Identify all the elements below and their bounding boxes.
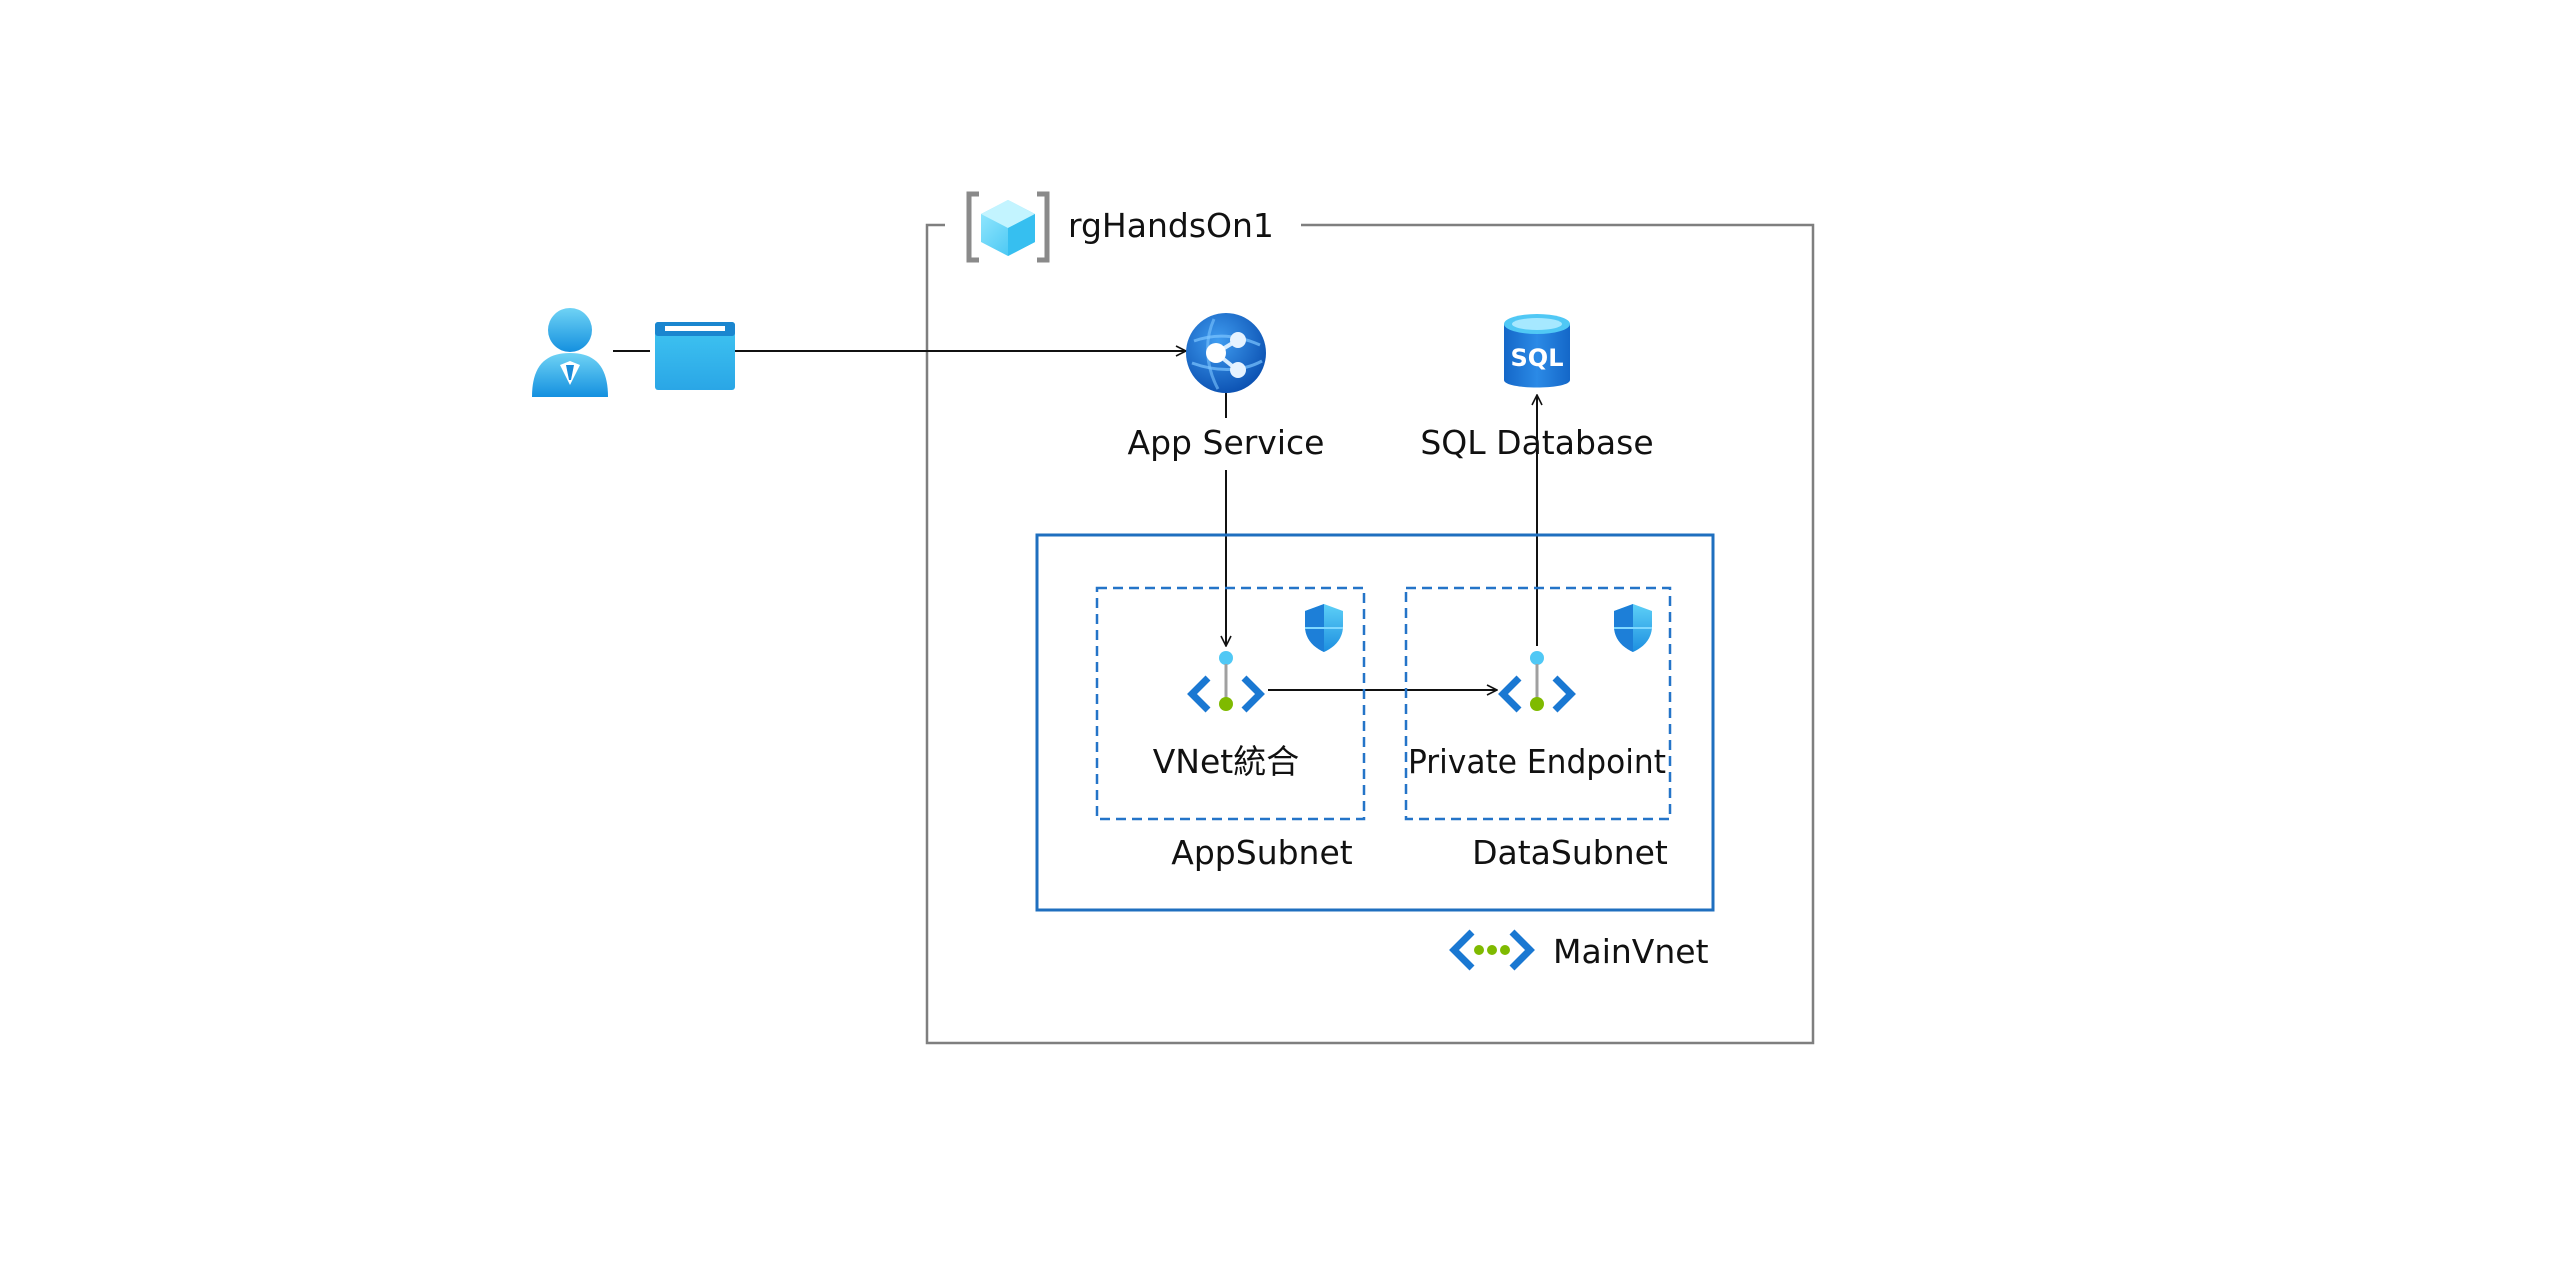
- app-subnet-box: [1095, 586, 1366, 821]
- private-endpoint-label: Private Endpoint: [1408, 742, 1666, 781]
- user-icon: [532, 308, 608, 397]
- sql-icon-text: SQL: [1511, 344, 1564, 372]
- private-endpoint-icon: [1498, 651, 1576, 713]
- browser-window-icon: [655, 322, 735, 390]
- sql-database-label: SQL Database: [1420, 423, 1653, 462]
- app-subnet-label: AppSubnet: [1171, 833, 1352, 872]
- connectors: [613, 351, 1537, 690]
- resource-group-icon: [966, 191, 1050, 263]
- vnet-label: MainVnet: [1553, 932, 1709, 971]
- vnet-container: [1035, 533, 1715, 912]
- app-service-label: App Service: [1128, 423, 1325, 462]
- sql-database-icon: SQL: [1504, 314, 1570, 388]
- app-service-icon: [1186, 313, 1266, 393]
- data-subnet-box: [1404, 586, 1672, 821]
- resource-group-container: [925, 190, 1815, 1045]
- app-subnet-shield-icon: [1305, 604, 1343, 652]
- resource-group-border: [925, 223, 1815, 1045]
- data-subnet-shield-icon: [1614, 604, 1652, 652]
- vnet-integration-label: VNet統合: [1153, 742, 1300, 781]
- resource-group-label: rgHandsOn1: [1068, 206, 1274, 245]
- vnet-integration-icon: [1187, 651, 1265, 713]
- data-subnet-label: DataSubnet: [1472, 833, 1668, 872]
- virtual-network-icon: [1449, 929, 1535, 971]
